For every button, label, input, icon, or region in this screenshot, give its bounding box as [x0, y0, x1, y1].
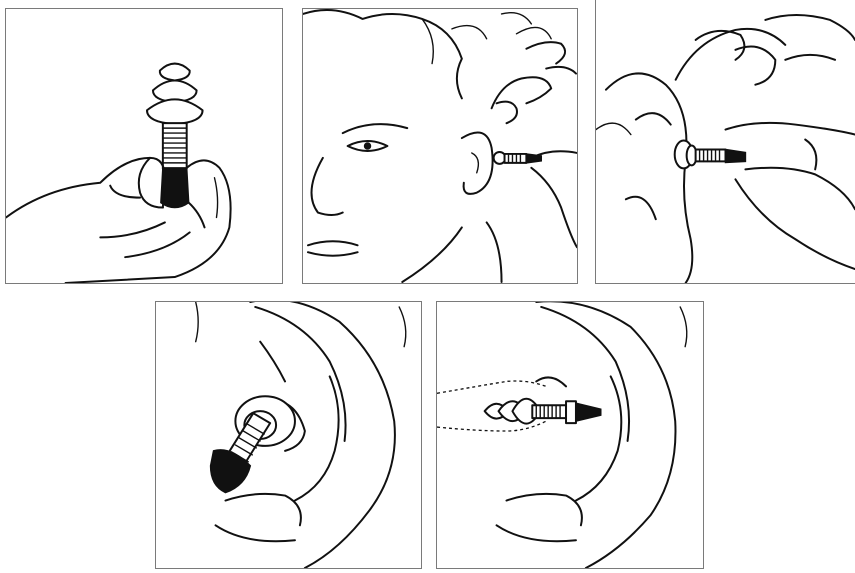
step-5-earplug-canal-cutaway-panel: [436, 301, 704, 569]
hand-illustration: [492, 42, 577, 247]
earplug-icon: [675, 141, 746, 169]
step-3-push-earplug-panel: [595, 0, 855, 284]
step-1-hold-earplug-panel: [5, 8, 283, 284]
hand-illustration: [676, 15, 855, 269]
ear-illustration: [497, 302, 687, 568]
ear-illustration: [196, 302, 406, 568]
hand-illustration: [6, 158, 231, 283]
step-2-insert-earplug-panel: [302, 8, 578, 284]
step-4-earplug-seated-panel: [155, 301, 422, 569]
earplug-icon: [494, 152, 542, 164]
ear-with-earplug-illustration: [156, 302, 421, 568]
earplug-icon: [147, 64, 203, 208]
ear-illustration: [596, 73, 692, 283]
face-illustration: [303, 10, 551, 282]
ear-canal-cutaway-illustration: [437, 302, 703, 568]
face-insertion-illustration: [303, 9, 577, 283]
earplug-icon: [211, 396, 295, 492]
hand-holding-earplug-illustration: [6, 9, 282, 283]
ear-closeup-insertion-illustration: [596, 0, 855, 283]
earplug-icon: [485, 399, 601, 424]
